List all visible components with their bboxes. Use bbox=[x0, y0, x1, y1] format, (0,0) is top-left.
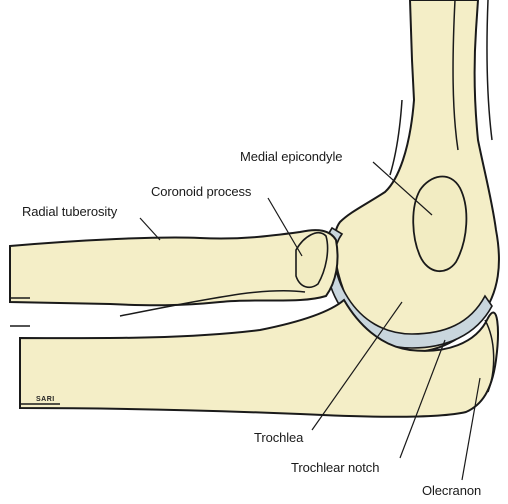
label-coronoid-process: Coronoid process bbox=[151, 185, 251, 199]
leader-radial-tuberosity bbox=[140, 218, 160, 240]
label-trochlea: Trochlea bbox=[254, 431, 303, 445]
medial-epicondyle-shape bbox=[413, 176, 466, 271]
label-olecranon: Olecranon bbox=[422, 484, 481, 498]
label-medial-epicondyle: Medial epicondyle bbox=[240, 150, 342, 164]
label-trochlear-notch: Trochlear notch bbox=[291, 461, 379, 475]
humerus bbox=[334, 0, 499, 352]
humerus-shaft-line-2 bbox=[487, 0, 492, 140]
radius bbox=[10, 230, 338, 305]
humerus-ridge bbox=[390, 100, 402, 175]
label-radial-tuberosity: Radial tuberosity bbox=[22, 205, 117, 219]
artist-signature: SARI bbox=[36, 396, 55, 403]
